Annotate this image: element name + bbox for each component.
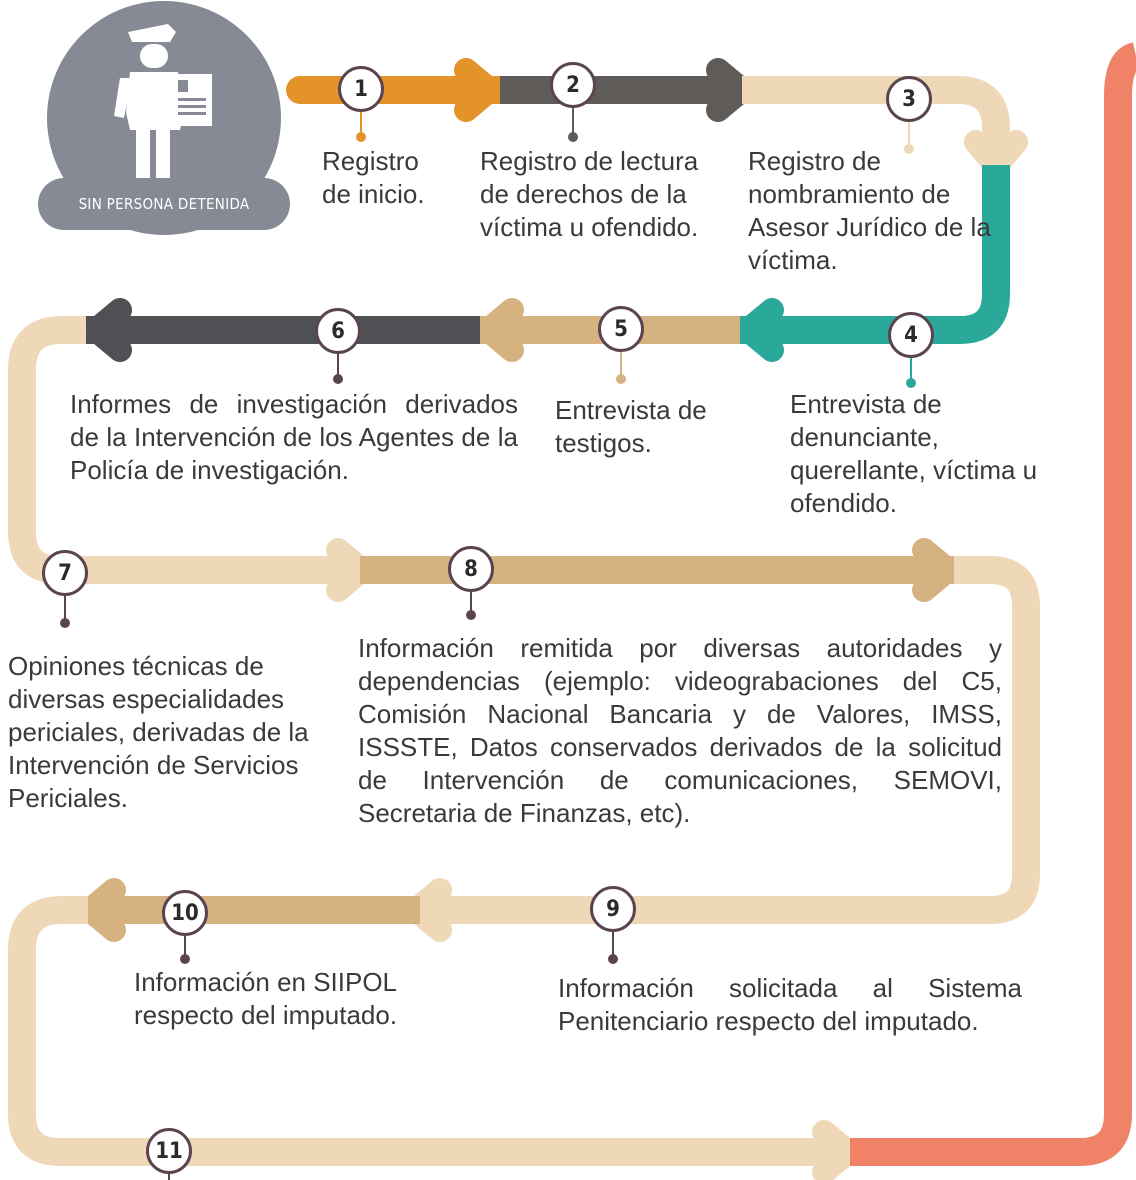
step-number-badge: 7: [42, 550, 88, 596]
connector-line: [64, 596, 66, 620]
connector-dot: [333, 374, 343, 384]
step-number-badge: 5: [598, 306, 644, 352]
connector-line: [908, 122, 910, 146]
step-number-badge: 10: [162, 890, 208, 936]
step-number-badge: 2: [550, 62, 596, 108]
connector-line: [572, 108, 574, 134]
connector-dot: [608, 954, 618, 964]
step-text: Entrevista de testigos.: [555, 395, 707, 458]
connector-dot: [180, 954, 190, 964]
step-text: Registro de nombramiento de Asesor Juríd…: [748, 146, 991, 275]
step-text: Registro de lectura de derechos de la ví…: [480, 146, 699, 242]
step-text: Información solicitada al Sistema Penite…: [558, 973, 1022, 1036]
connector-dot: [466, 610, 476, 620]
connector-line: [612, 932, 614, 956]
step-text: Información remitida por diversas autori…: [358, 633, 1002, 828]
connector-line: [360, 112, 362, 134]
step-number-badge: 4: [888, 312, 934, 358]
connector-dot: [906, 378, 916, 388]
step-text: Registro de inicio.: [322, 146, 425, 209]
connector-line: [337, 354, 339, 378]
connector-dot: [60, 618, 70, 628]
step-number-badge: 6: [315, 308, 361, 354]
step-number-badge: 8: [448, 546, 494, 592]
police-officer-icon: [114, 24, 212, 182]
connector-dot: [356, 132, 366, 142]
connector-dot: [904, 144, 914, 154]
connector-line: [620, 352, 622, 376]
step-number-badge: 11: [146, 1128, 192, 1174]
connector-dot: [568, 132, 578, 142]
step-number-badge: 3: [886, 76, 932, 122]
step-number-badge: 1: [338, 66, 384, 112]
step-text: Información en SIIPOL respecto del imput…: [134, 967, 398, 1030]
step-text: Opiniones técnicas de diversas especiali…: [8, 651, 309, 813]
connector-line: [184, 936, 186, 958]
step-text: Informes de investigación derivados de l…: [70, 389, 518, 485]
officer-status-label: SIN PERSONA DETENIDA: [38, 178, 290, 230]
connector-line: [910, 358, 912, 382]
connector-line: [470, 592, 472, 612]
step-number-badge: 9: [590, 886, 636, 932]
connector-line: [168, 1172, 170, 1180]
connector-dot: [616, 374, 626, 384]
step-text: Entrevista de denunciante, querellante, …: [790, 389, 1038, 518]
